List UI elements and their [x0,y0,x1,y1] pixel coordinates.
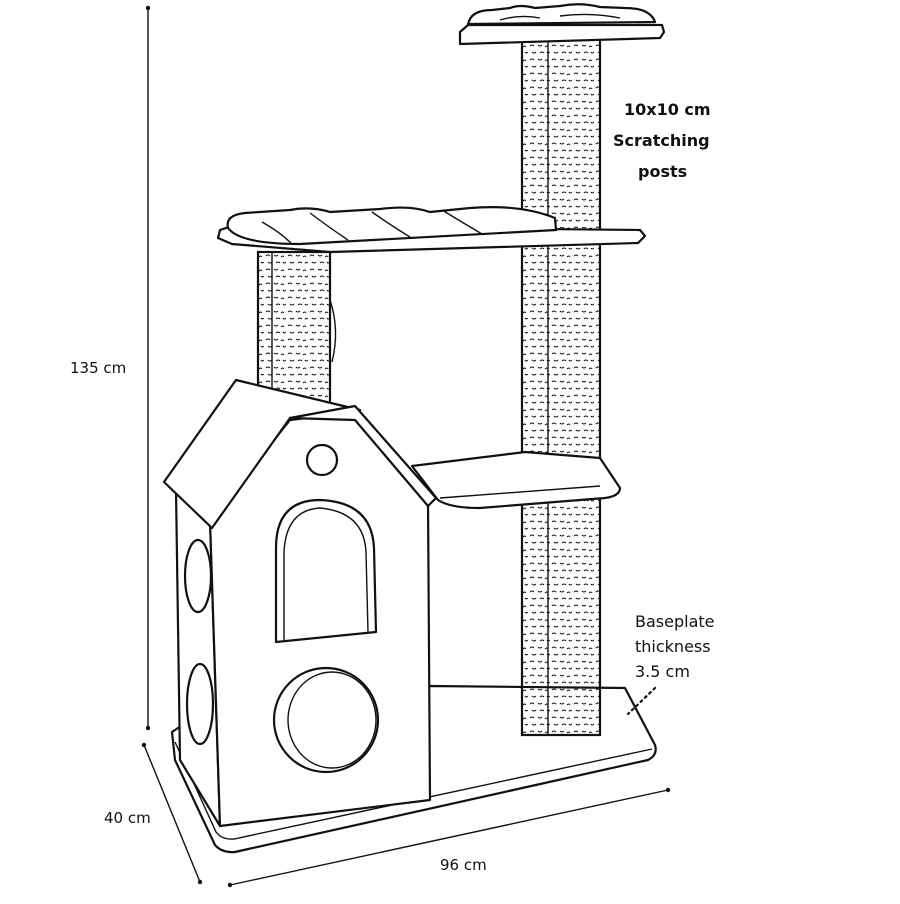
baseplate-label-line3: 3.5 cm [635,662,690,681]
baseplate-label-line2: thickness [635,637,711,656]
tall-scratching-post [520,33,602,737]
height-label: 135 cm [70,359,126,377]
side-platform [410,450,622,510]
dimension-width-line [227,787,671,888]
cat-house [162,378,438,828]
posts-label-line2: posts [638,162,687,181]
middle-platform [216,206,647,254]
top-platform [458,3,666,46]
depth-label: 40 cm [104,809,151,827]
baseplate-label-line1: Baseplate [635,612,714,631]
dimension-depth-line [141,742,203,885]
width-label: 96 cm [440,856,487,874]
dimension-height-line [145,5,151,731]
posts-label-line1: Scratching [613,131,710,150]
short-scratching-post [256,250,337,406]
posts-size-label: 10x10 cm [624,100,711,119]
baseplate-pointer [626,686,657,716]
